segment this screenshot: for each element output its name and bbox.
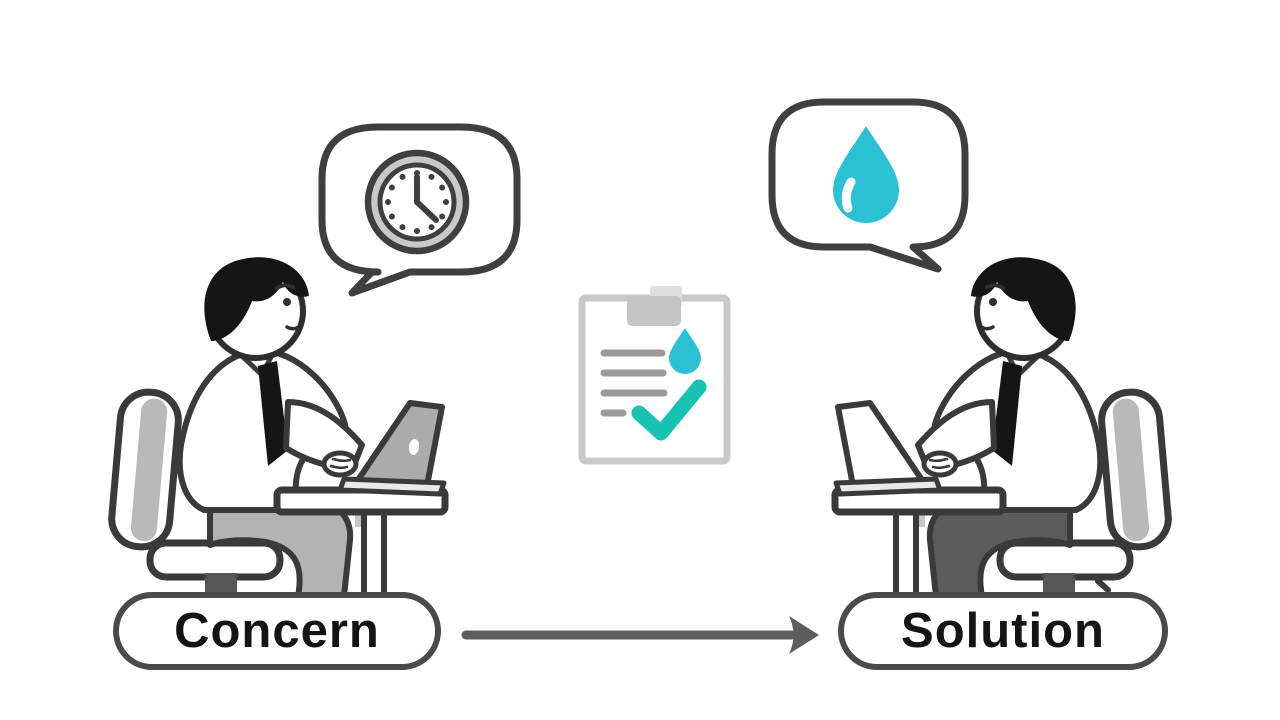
speech-bubble-drop [768,98,969,273]
clock-icon [364,149,470,255]
clipboard-drop-icon [669,328,701,374]
solution-label: Solution [838,592,1168,670]
concern-label: Concern [113,592,441,670]
solution-label-text: Solution [901,604,1105,658]
clipboard-icon [578,286,731,465]
speech-bubble-clock [318,123,521,297]
person-at-desk-right [835,257,1171,599]
clipboard-text-lines [600,349,668,417]
clipboard-checkmark-icon [631,379,707,441]
flow-arrow [461,616,819,654]
water-drop-icon [833,126,899,223]
clock-hour-hand [414,199,439,223]
chair-caster-mark [1095,578,1111,593]
concern-label-text: Concern [174,604,380,658]
person-at-desk-left [109,257,445,599]
